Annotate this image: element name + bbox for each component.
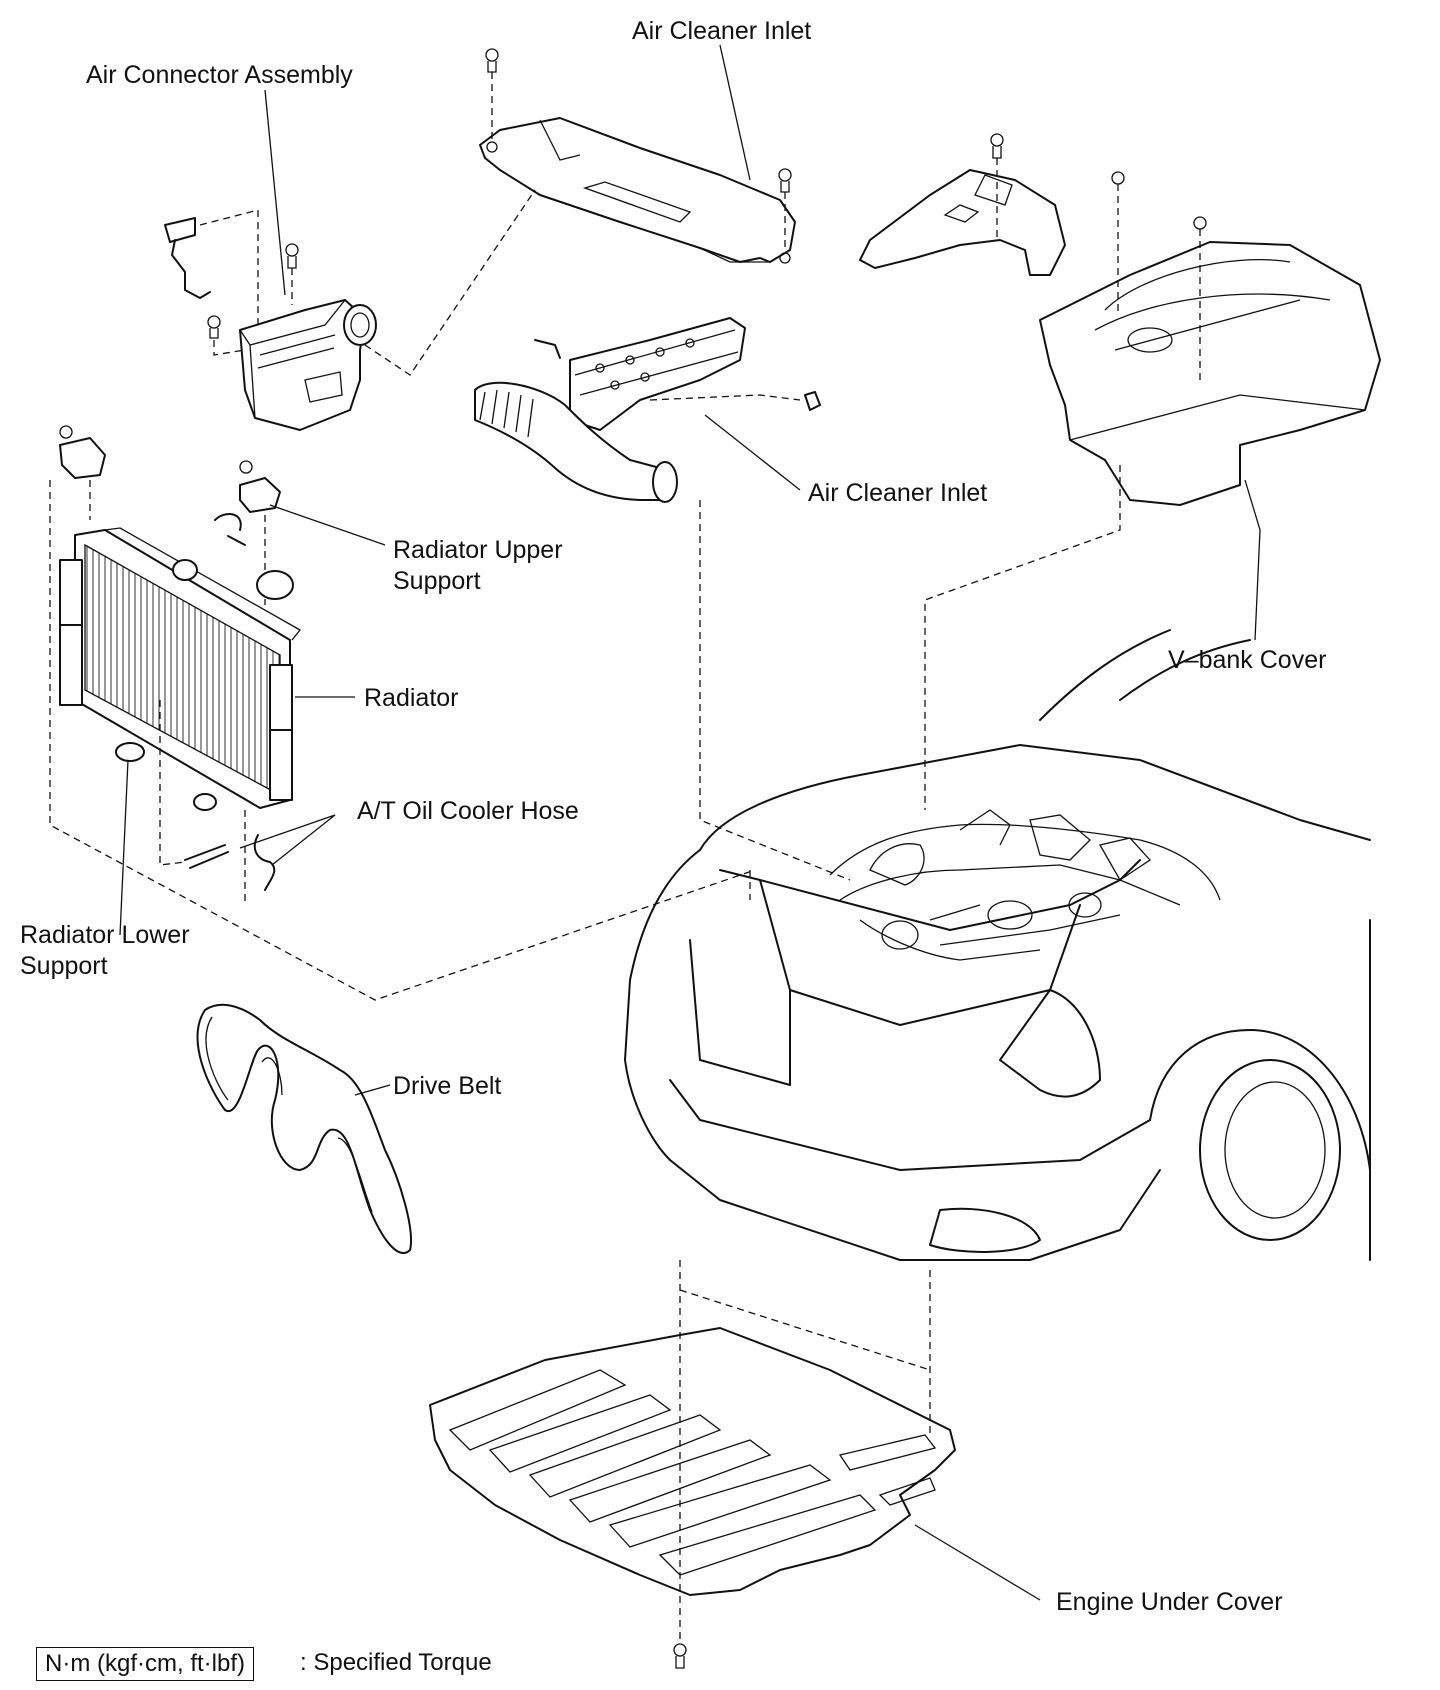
torque-description: : Specified Torque <box>300 1649 492 1676</box>
torque-unit-box: N·m (kgf·cm, ft·lbf) <box>36 1647 254 1681</box>
leader-lines <box>119 44 1261 1601</box>
air-cleaner-bracket-part <box>859 133 1066 276</box>
at-oil-cooler-hose-part <box>159 700 276 905</box>
label-engine-under-cover: Engine Under Cover <box>1056 1588 1283 1616</box>
label-radiator-lower-support-line2: Support <box>20 952 108 980</box>
label-radiator-upper-support-line1: Radiator Upper <box>393 536 563 564</box>
label-air-connector-assembly: Air Connector Assembly <box>86 61 353 89</box>
label-drive-belt: Drive Belt <box>393 1072 502 1100</box>
label-v-bank-cover: V–bank Cover <box>1168 646 1327 674</box>
radiator-upper-support-part <box>49 425 756 1001</box>
air-cleaner-inlet-top-part <box>479 48 796 264</box>
vehicle-front-body <box>624 500 1371 1261</box>
drive-belt-part <box>196 1003 412 1255</box>
radiator-part <box>59 527 301 811</box>
air-cleaner-inlet-mid-part <box>474 317 821 503</box>
label-radiator-lower-support: Radiator Lower Support <box>20 920 190 982</box>
v-bank-cover-part <box>924 171 1381 810</box>
label-radiator-upper-support: Radiator Upper Support <box>393 535 563 597</box>
air-connector-assembly-part <box>164 189 536 431</box>
label-air-cleaner-inlet-top: Air Cleaner Inlet <box>632 17 812 45</box>
label-air-cleaner-inlet-mid: Air Cleaner Inlet <box>808 479 988 507</box>
label-radiator: Radiator <box>364 684 459 712</box>
engine-under-cover-part <box>429 1260 956 1669</box>
label-radiator-upper-support-line2: Support <box>393 567 481 595</box>
label-radiator-lower-support-line1: Radiator Lower <box>20 921 190 949</box>
label-at-oil-cooler-hose: A/T Oil Cooler Hose <box>357 797 579 825</box>
